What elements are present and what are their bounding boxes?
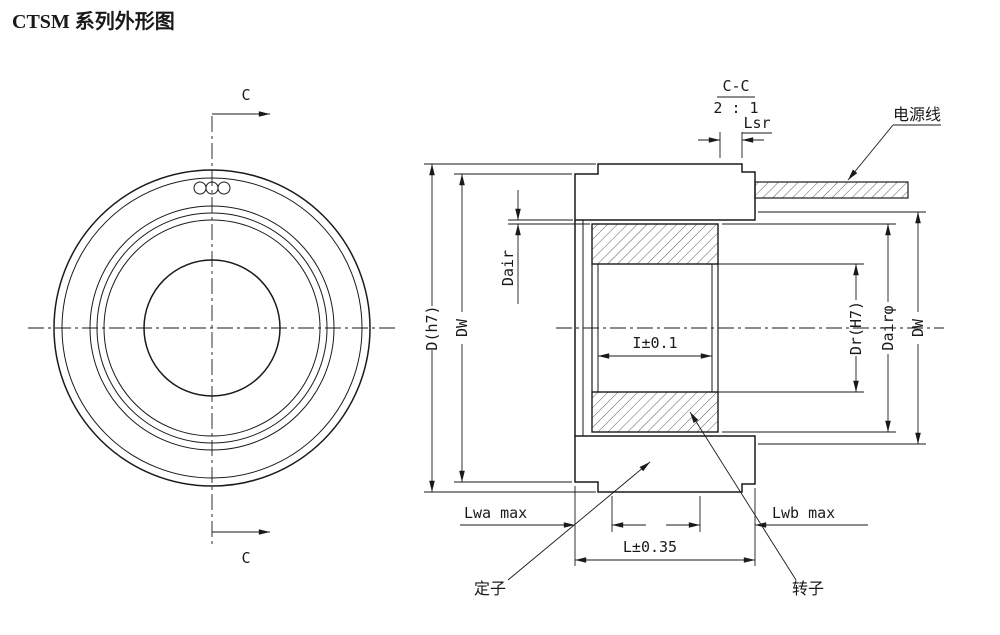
dim-label-i: I±0.1: [632, 334, 677, 352]
stator-bore-circle: [89, 205, 335, 451]
dim-label-dw-right: DW: [909, 318, 927, 337]
power-cable-callout: 电源线: [847, 105, 941, 181]
leader-line: [507, 461, 651, 581]
air-gap-circle: [96, 212, 328, 444]
stator-label: 定子: [474, 579, 506, 598]
dim-label-dw-left: DW: [453, 318, 471, 337]
dim-label-dair-phi: Dairφ: [879, 305, 897, 350]
outer-diameter-circle: [53, 169, 371, 487]
section-cut-bottom: C: [212, 529, 270, 567]
rotor-bore-circle: [143, 259, 281, 397]
dim-air-gap: Dair: [499, 190, 590, 304]
outer-step-circle: [61, 177, 363, 479]
front-view: C C: [28, 86, 398, 567]
section-name: C-C: [722, 77, 749, 95]
dim-label-l: L±0.35: [623, 538, 677, 556]
dim-dw-right: DW: [758, 211, 927, 445]
wire-hole: [217, 181, 231, 195]
power-cable-label: 电源线: [893, 105, 941, 124]
dim-label-lwb: Lwb max: [772, 504, 835, 522]
stator-top-section: [574, 163, 756, 221]
section-view: C-C 2 : 1 Lsr 电源线 D(h7): [423, 77, 944, 598]
wire-exit-holes: [193, 181, 231, 195]
stator-callout: 定子: [474, 461, 651, 598]
power-cable-section: [754, 181, 909, 199]
dim-lsr: Lsr: [698, 114, 772, 158]
section-letter-bottom: C: [241, 549, 250, 567]
dim-total-length: L±0.35: [574, 486, 756, 566]
rotor-top-section: [591, 223, 719, 265]
dim-label-dair: Dair: [499, 250, 517, 286]
dim-label-d-h7: D(h7): [423, 305, 441, 350]
dim-label-lsr: Lsr: [743, 114, 770, 132]
leader-line: [689, 411, 797, 581]
dim-dw-left: DW: [453, 173, 572, 483]
section-cut-top: C: [212, 86, 270, 117]
dim-air-gap-diameter: Dairφ: [722, 223, 897, 433]
section-scale: 2 : 1: [713, 99, 758, 117]
rotor-callout: 转子: [689, 411, 824, 598]
rotor-label: 转子: [792, 579, 824, 598]
dim-lwb: Lwb max: [666, 496, 868, 532]
rotor-outer-circle: [103, 219, 321, 437]
dim-label-dr-h7: Dr(H7): [847, 301, 865, 355]
stator-bottom-section: [574, 435, 756, 493]
dim-outer-diameter: D(h7): [423, 163, 596, 493]
section-title: C-C 2 : 1: [713, 77, 758, 117]
page-title: CTSM 系列外形图: [12, 9, 175, 33]
leader-line: [847, 124, 894, 181]
dim-lwa: Lwa max: [460, 496, 646, 532]
section-letter-top: C: [241, 86, 250, 104]
dim-label-lwa: Lwa max: [464, 504, 527, 522]
dim-rotor-bore: Dr(H7): [718, 263, 865, 393]
dim-bore-width: I±0.1: [598, 334, 712, 359]
